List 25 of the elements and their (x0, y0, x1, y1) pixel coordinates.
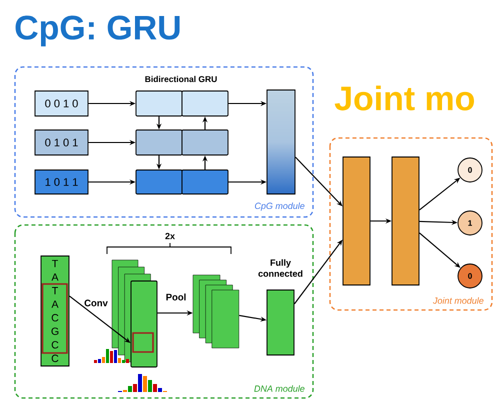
edge-label: Pool (166, 294, 186, 300)
gru-cell (136, 170, 182, 194)
layer-title: Bidirectional GRU (145, 76, 217, 82)
repeat-label: 2x (165, 232, 175, 240)
input-box: 1 0 1 1 (34, 170, 88, 194)
gru-cell (182, 90, 228, 116)
edge-label: Conv (84, 300, 108, 306)
module-label: CpG module (254, 202, 304, 211)
input-box: 0 0 1 0 (34, 90, 88, 116)
feature-map (130, 280, 158, 368)
layer-label: Fully connected (258, 259, 302, 277)
sequence-column: T A T A C G C C (40, 256, 70, 366)
input-box: 0 1 0 1 (34, 130, 88, 156)
layer-bar (342, 156, 370, 286)
gru-cell (182, 130, 228, 156)
gru-cell (136, 130, 182, 156)
gru-cell (182, 170, 228, 194)
module-label: Joint module (432, 297, 484, 304)
module-label: DNA module (254, 385, 304, 392)
gru-cell (136, 90, 182, 116)
layer-bar (392, 156, 420, 286)
layer-bar (266, 90, 296, 194)
feature-map-stack (192, 274, 240, 348)
heading: Joint mo (334, 86, 474, 110)
title: CpG: GRU (16, 16, 180, 46)
